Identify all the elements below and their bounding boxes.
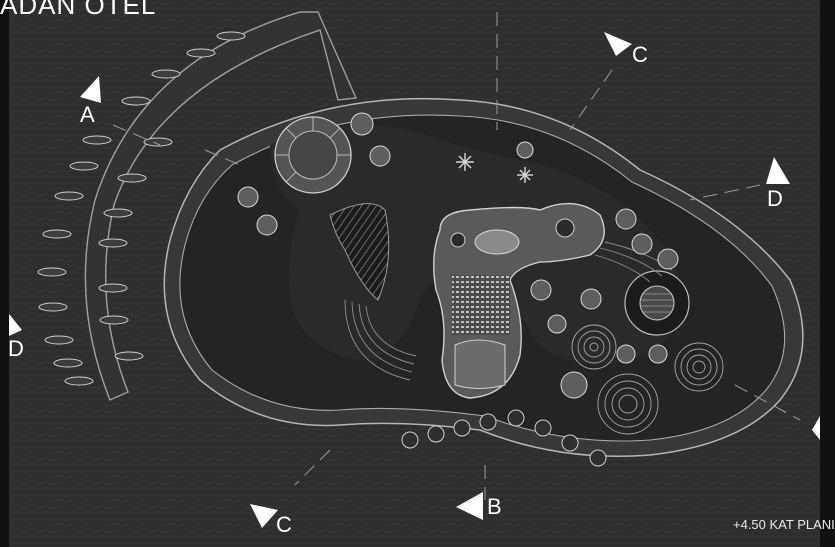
section-label-c-bottom: C <box>276 512 292 537</box>
amphitheater-arcs <box>344 299 417 381</box>
spiral-nodes <box>401 409 607 467</box>
section-lines <box>112 12 801 500</box>
palm-icon <box>456 153 533 183</box>
section-label-b: B <box>487 494 502 519</box>
boat-icon <box>37 31 246 386</box>
floor-level-label: +4.50 KAT PLANI <box>733 517 835 532</box>
section-label-d-right: D <box>767 186 783 211</box>
frame-edge <box>0 0 9 547</box>
pool <box>474 229 520 255</box>
section-label-c-top: C <box>632 42 648 67</box>
hatched-ramp <box>329 203 390 301</box>
section-label-d-left: D <box>8 336 24 361</box>
tree-icon <box>237 112 679 399</box>
drawing-title: ADAN OTEL <box>0 0 157 20</box>
section-label-a: A <box>80 102 95 127</box>
section-arrow-icon <box>9 32 820 528</box>
garden-circles <box>571 324 724 435</box>
auditorium-seating <box>452 275 510 335</box>
round-pavilion <box>274 116 352 194</box>
